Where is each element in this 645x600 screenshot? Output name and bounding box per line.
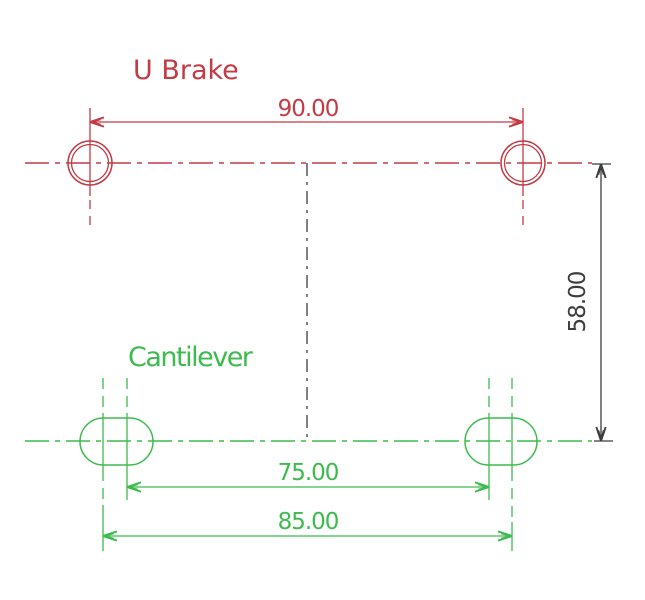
dimension-58: 58.00 [565, 164, 613, 441]
u-brake-group: U Brake 90.00 [25, 55, 592, 227]
cantilever-slot-right [464, 417, 538, 466]
dimension-85-value: 85.00 [278, 509, 339, 535]
cantilever-label: Cantilever [128, 342, 254, 373]
cantilever-slot-left [79, 417, 154, 466]
dimension-90: 90.00 [90, 96, 523, 122]
cantilever-centermarks-right [488, 378, 513, 551]
dimension-58-value: 58.00 [565, 271, 591, 332]
dimension-75-value: 75.00 [278, 460, 339, 486]
dimension-90-value: 90.00 [278, 96, 339, 122]
dimension-85: 85.00 [103, 509, 512, 536]
dimension-75: 75.00 [127, 460, 489, 487]
cantilever-group: Cantilever [25, 342, 592, 551]
u-brake-label: U Brake [133, 55, 239, 86]
